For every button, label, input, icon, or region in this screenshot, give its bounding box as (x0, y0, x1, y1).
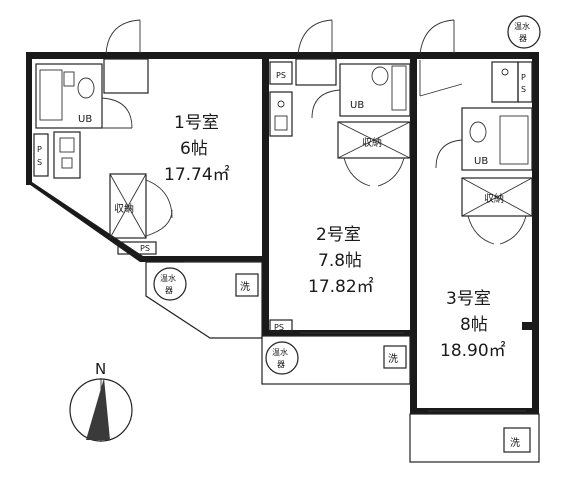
room1-ub-label: UB (78, 114, 92, 125)
room1-ps-label: PS (140, 244, 150, 253)
room2-name: 2号室 (316, 225, 361, 245)
compass-north-label: N (95, 360, 106, 378)
room1-name: 1号室 (174, 113, 219, 133)
room3-storage-label: 収納 (484, 192, 504, 205)
room3-mats: 8帖 (460, 315, 488, 335)
outer-walls (26, 52, 539, 414)
room-1: UB P S 収納 PS 1号室 6帖 17.74㎡ 温水 器 (33, 19, 263, 339)
room2-storage-label: 収納 (362, 136, 382, 149)
room2-ub-label: UB (350, 100, 364, 111)
room3-ps-p: P (521, 73, 526, 82)
room2-heater-l1: 温水 (272, 347, 288, 357)
room2-ps-label: PS (276, 71, 286, 80)
room1-heater-l2: 器 (165, 286, 173, 295)
room2-mats: 7.8帖 (318, 251, 362, 271)
room3-heater-l1: 温水 (514, 21, 530, 31)
room1-storage-label: 収納 (114, 202, 134, 215)
room3-name: 3号室 (446, 289, 491, 309)
room1-mats: 6帖 (180, 139, 208, 159)
room-3: 温水 器 P S UB 収納 3号室 8帖 18.90㎡ 洗 (409, 15, 541, 463)
room3-ub-label: UB (474, 156, 488, 167)
north-compass: N (69, 360, 133, 442)
room2-area: 17.82㎡ (308, 277, 374, 297)
room-2: PS UB 収納 2号室 7.8帖 17.82㎡ PS 温水 器 洗 (261, 19, 411, 385)
room1-ps-s: S (37, 158, 42, 167)
room1-washer-label: 洗 (240, 281, 250, 293)
room1-area: 17.74㎡ (164, 165, 230, 185)
room3-heater-l2: 器 (519, 34, 527, 43)
room1-ps-p: P (37, 145, 42, 154)
room2-ps-bottom: PS (274, 323, 284, 332)
room2-washer-label: 洗 (388, 353, 398, 365)
room3-ps-s: S (521, 85, 526, 94)
room2-heater-l2: 器 (277, 360, 285, 369)
room3-area: 18.90㎡ (440, 341, 506, 361)
room1-heater-l1: 温水 (160, 273, 176, 283)
room3-washer-label: 洗 (510, 437, 520, 449)
